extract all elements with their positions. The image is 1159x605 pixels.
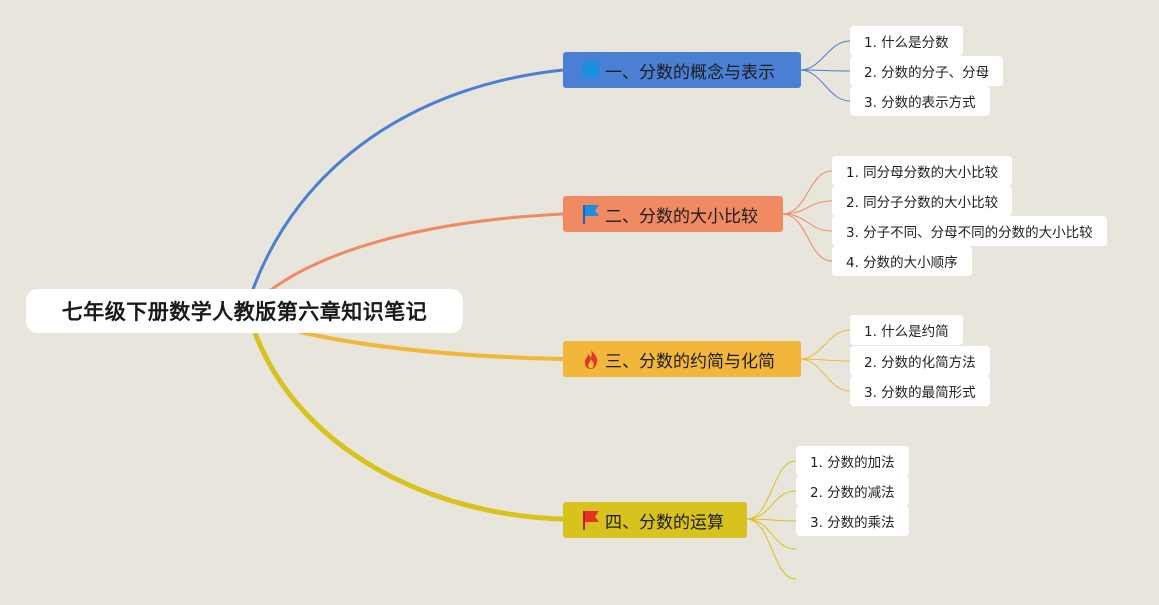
fire-icon	[584, 349, 598, 369]
leaf-1-3[interactable]: 3. 分数的表示方式	[850, 86, 990, 116]
red-flag-icon	[583, 511, 599, 530]
branch-label-2: 二、分数的大小比较	[605, 206, 758, 227]
sub-connectors-2	[781, 170, 833, 262]
branch-topic-1[interactable]: 一、分数的概念与表示	[563, 52, 801, 88]
branch-topic-2[interactable]: 二、分数的大小比较	[563, 196, 783, 232]
leaf-4-3[interactable]: 3. 分数的乘法	[796, 506, 909, 536]
main-connector-4	[252, 332, 564, 522]
branch-label-3: 三、分数的约简与化简	[605, 351, 775, 372]
leaf-3-1[interactable]: 1. 什么是约简	[850, 315, 963, 345]
main-connector-1	[250, 68, 564, 293]
sub-connectors-1	[799, 40, 851, 102]
leaf-3-2[interactable]: 2. 分数的化简方法	[850, 346, 990, 376]
leaf-3-3[interactable]: 3. 分数的最简形式	[850, 376, 990, 406]
main-connector-3	[299, 330, 564, 361]
sub-connectors-3	[799, 329, 851, 392]
leaf-1-1[interactable]: 1. 什么是分数	[850, 26, 963, 56]
leaf-1-2[interactable]: 2. 分数的分子、分母	[850, 56, 1004, 86]
main-connector-2	[267, 212, 564, 294]
sub-connectors-4	[745, 460, 797, 580]
leaf-2-2[interactable]: 2. 同分子分数的大小比较	[832, 186, 1013, 216]
branch-topic-4[interactable]: 四、分数的运算	[563, 502, 747, 538]
leaf-2-3[interactable]: 3. 分子不同、分母不同的分数的大小比较	[832, 216, 1107, 246]
branch-label-1: 一、分数的概念与表示	[605, 62, 775, 83]
leaf-2-4[interactable]: 4. 分数的大小顺序	[832, 246, 972, 276]
branch-topic-3[interactable]: 三、分数的约简与化简	[563, 341, 801, 377]
leaf-4-1[interactable]: 1. 分数的加法	[796, 446, 909, 476]
branch-label-4: 四、分数的运算	[605, 512, 724, 533]
blue-square-icon	[582, 61, 599, 78]
blue-flag-icon	[583, 205, 599, 224]
leaf-4-2[interactable]: 2. 分数的减法	[796, 476, 909, 506]
leaf-2-1[interactable]: 1. 同分母分数的大小比较	[832, 156, 1013, 186]
root-topic[interactable]: 七年级下册数学人教版第六章知识笔记	[26, 289, 463, 333]
